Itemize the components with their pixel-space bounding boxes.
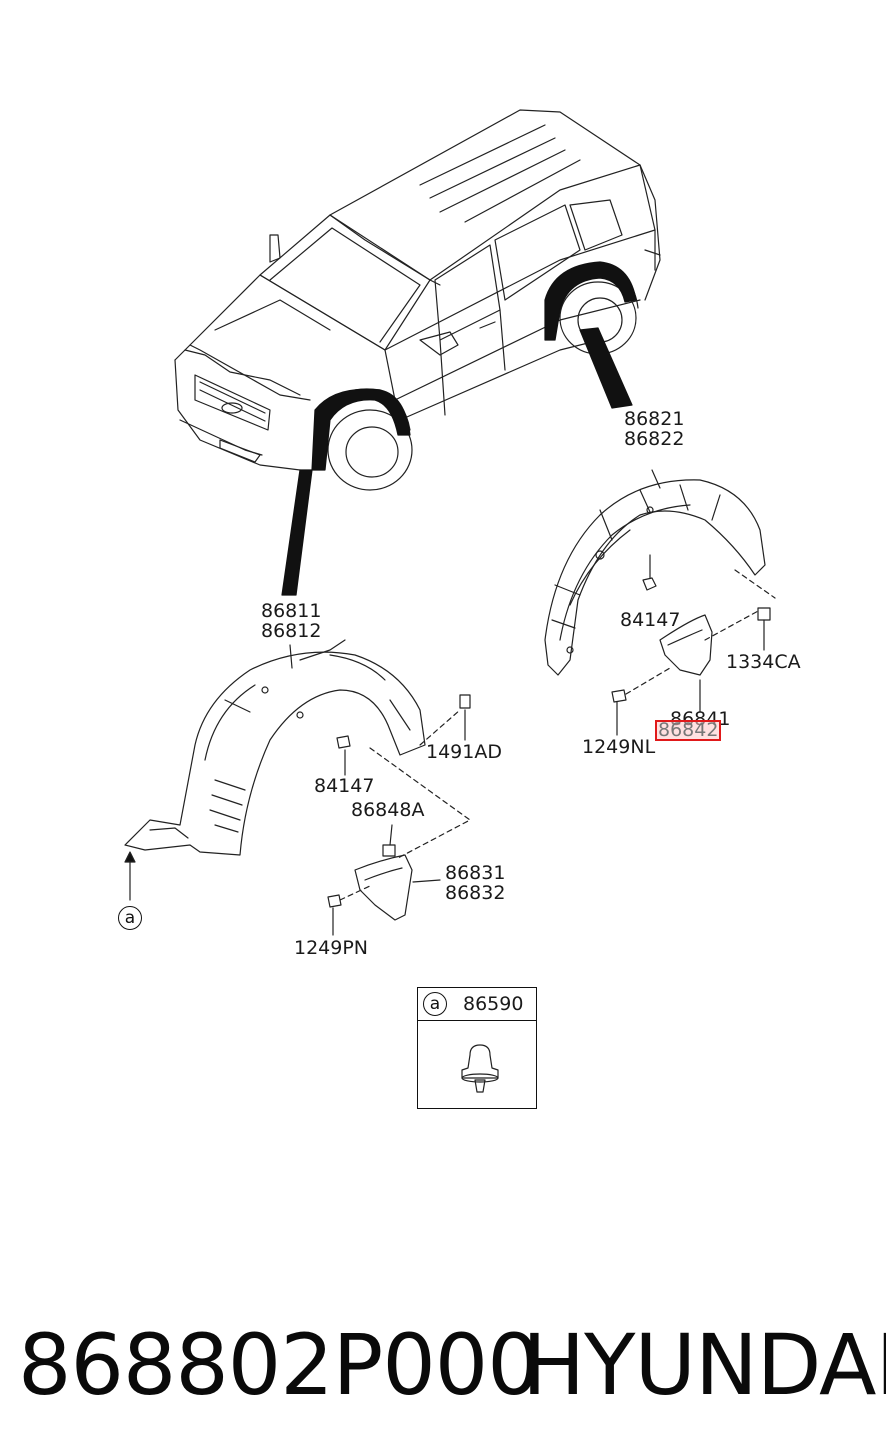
callout-86822: 86822 [624, 428, 685, 450]
callout-86842-highlighted: 86842 [655, 720, 722, 741]
vehicle-illustration [174, 109, 661, 491]
legend-marker-a: a [423, 992, 447, 1016]
front-wheel-guard-drawing [124, 639, 471, 936]
legend-box: a 86590 [417, 987, 537, 1109]
callout-84147-rear: 84147 [620, 609, 681, 631]
callout-86821: 86821 [624, 408, 685, 430]
callout-86812: 86812 [261, 620, 322, 642]
callout-1334CA: 1334CA [726, 651, 801, 673]
callout-1491AD: 1491AD [426, 741, 502, 763]
vehicle-wheelguard-highlights [311, 261, 637, 471]
callout-86831: 86831 [445, 862, 506, 884]
legend-clip-drawing [461, 1044, 499, 1093]
callout-84147-front: 84147 [314, 775, 375, 797]
legend-part-number: 86590 [463, 993, 524, 1015]
callout-86832: 86832 [445, 882, 506, 904]
footer-brand: HYUNDAI [522, 1316, 886, 1414]
legend-divider [418, 1020, 536, 1021]
leader-bands [281, 327, 633, 596]
callout-86811: 86811 [261, 600, 322, 622]
callout-86848A: 86848A [351, 799, 425, 821]
ref-marker-a: a [118, 906, 142, 930]
callout-1249NL: 1249NL [582, 736, 656, 758]
callout-1249PN: 1249PN [294, 937, 369, 959]
rear-wheel-guard-drawing [544, 469, 776, 736]
footer-part-number: 868802P000 [18, 1316, 541, 1414]
